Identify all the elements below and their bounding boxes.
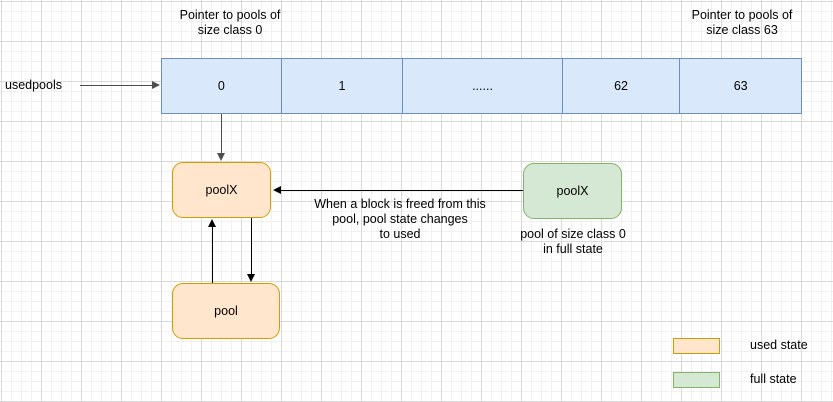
array-cell[interactable]: 63 <box>733 79 748 93</box>
pool-to-poolx-line <box>212 226 213 283</box>
node-poolx-full[interactable]: poolX <box>523 163 622 219</box>
usedpools-connector-line <box>80 85 153 86</box>
array-cell[interactable]: 1 <box>282 59 404 113</box>
pool-to-poolx-arrowhead <box>208 219 216 227</box>
array-cell[interactable]: ...... <box>403 59 563 113</box>
cell0-to-poolx-arrowhead <box>217 153 225 161</box>
node-pool-used[interactable]: pool <box>172 283 280 339</box>
full-to-used-arrowhead <box>273 186 281 194</box>
usedpools-label: usedpools <box>5 78 62 92</box>
legend-label-used-state: used state <box>750 338 808 352</box>
full-pool-caption: pool of size class 0 in full state <box>520 227 626 256</box>
legend-label-full-state: full state <box>750 372 797 386</box>
array-cell[interactable]: 0 <box>162 59 282 113</box>
cell0-to-poolx-line <box>221 114 222 154</box>
pointer-last-label: Pointer to pools of size class 63 <box>691 8 793 37</box>
poolx-to-pool-arrowhead <box>247 274 255 282</box>
legend-swatch-used-state <box>673 338 720 354</box>
freed-note-label: When a block is freed from this pool, po… <box>314 197 486 241</box>
full-to-used-connector-line <box>281 190 523 191</box>
legend-swatch-full-state <box>673 372 720 388</box>
usedpools-array: 0 1 ...... 62 63 <box>161 58 802 114</box>
pointer-first-label: Pointer to pools of size class 0 <box>179 8 281 37</box>
array-cell[interactable]: 62 <box>563 59 681 113</box>
usedpools-arrowhead <box>152 81 160 89</box>
node-poolx-used[interactable]: poolX <box>172 162 271 218</box>
poolx-to-pool-line <box>251 218 252 275</box>
